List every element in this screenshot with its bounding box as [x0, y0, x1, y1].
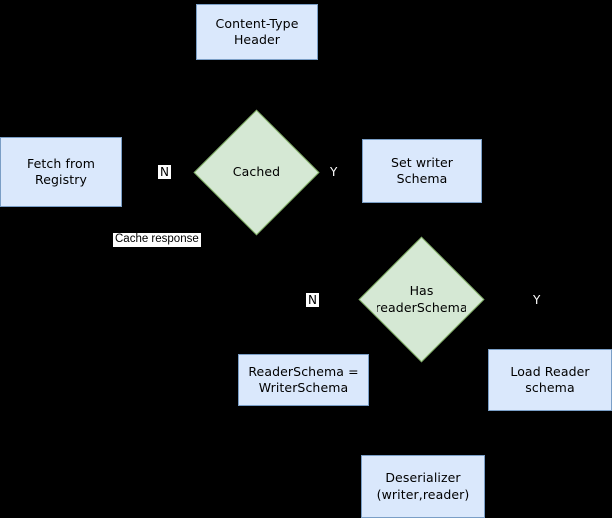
node-set-writer-schema[interactable]: Set writer Schema: [362, 139, 482, 203]
edge-label-has-reader-no: N: [306, 293, 319, 307]
node-has-reader-schema-label: Has readerSchema: [377, 283, 466, 315]
edge-label-cached-no: N: [158, 165, 171, 179]
node-has-reader-schema[interactable]: Has readerSchema: [358, 236, 485, 363]
node-fetch-from-registry[interactable]: Fetch from Registry: [0, 137, 122, 207]
node-cached-label: Cached: [232, 164, 281, 180]
node-content-type-header[interactable]: Content-Type Header: [196, 4, 318, 60]
edge-label-cached-yes: Y: [330, 165, 338, 179]
edge-label-cache-response: Cache response: [113, 233, 201, 247]
edge-label-has-reader-yes: Y: [533, 293, 541, 307]
node-cached[interactable]: Cached: [193, 109, 320, 236]
node-deserializer[interactable]: Deserializer (writer,reader): [361, 455, 485, 518]
node-load-reader-schema[interactable]: Load Reader schema: [488, 349, 612, 411]
node-reader-equals-writer-schema[interactable]: ReaderSchema = WriterSchema: [238, 354, 369, 406]
